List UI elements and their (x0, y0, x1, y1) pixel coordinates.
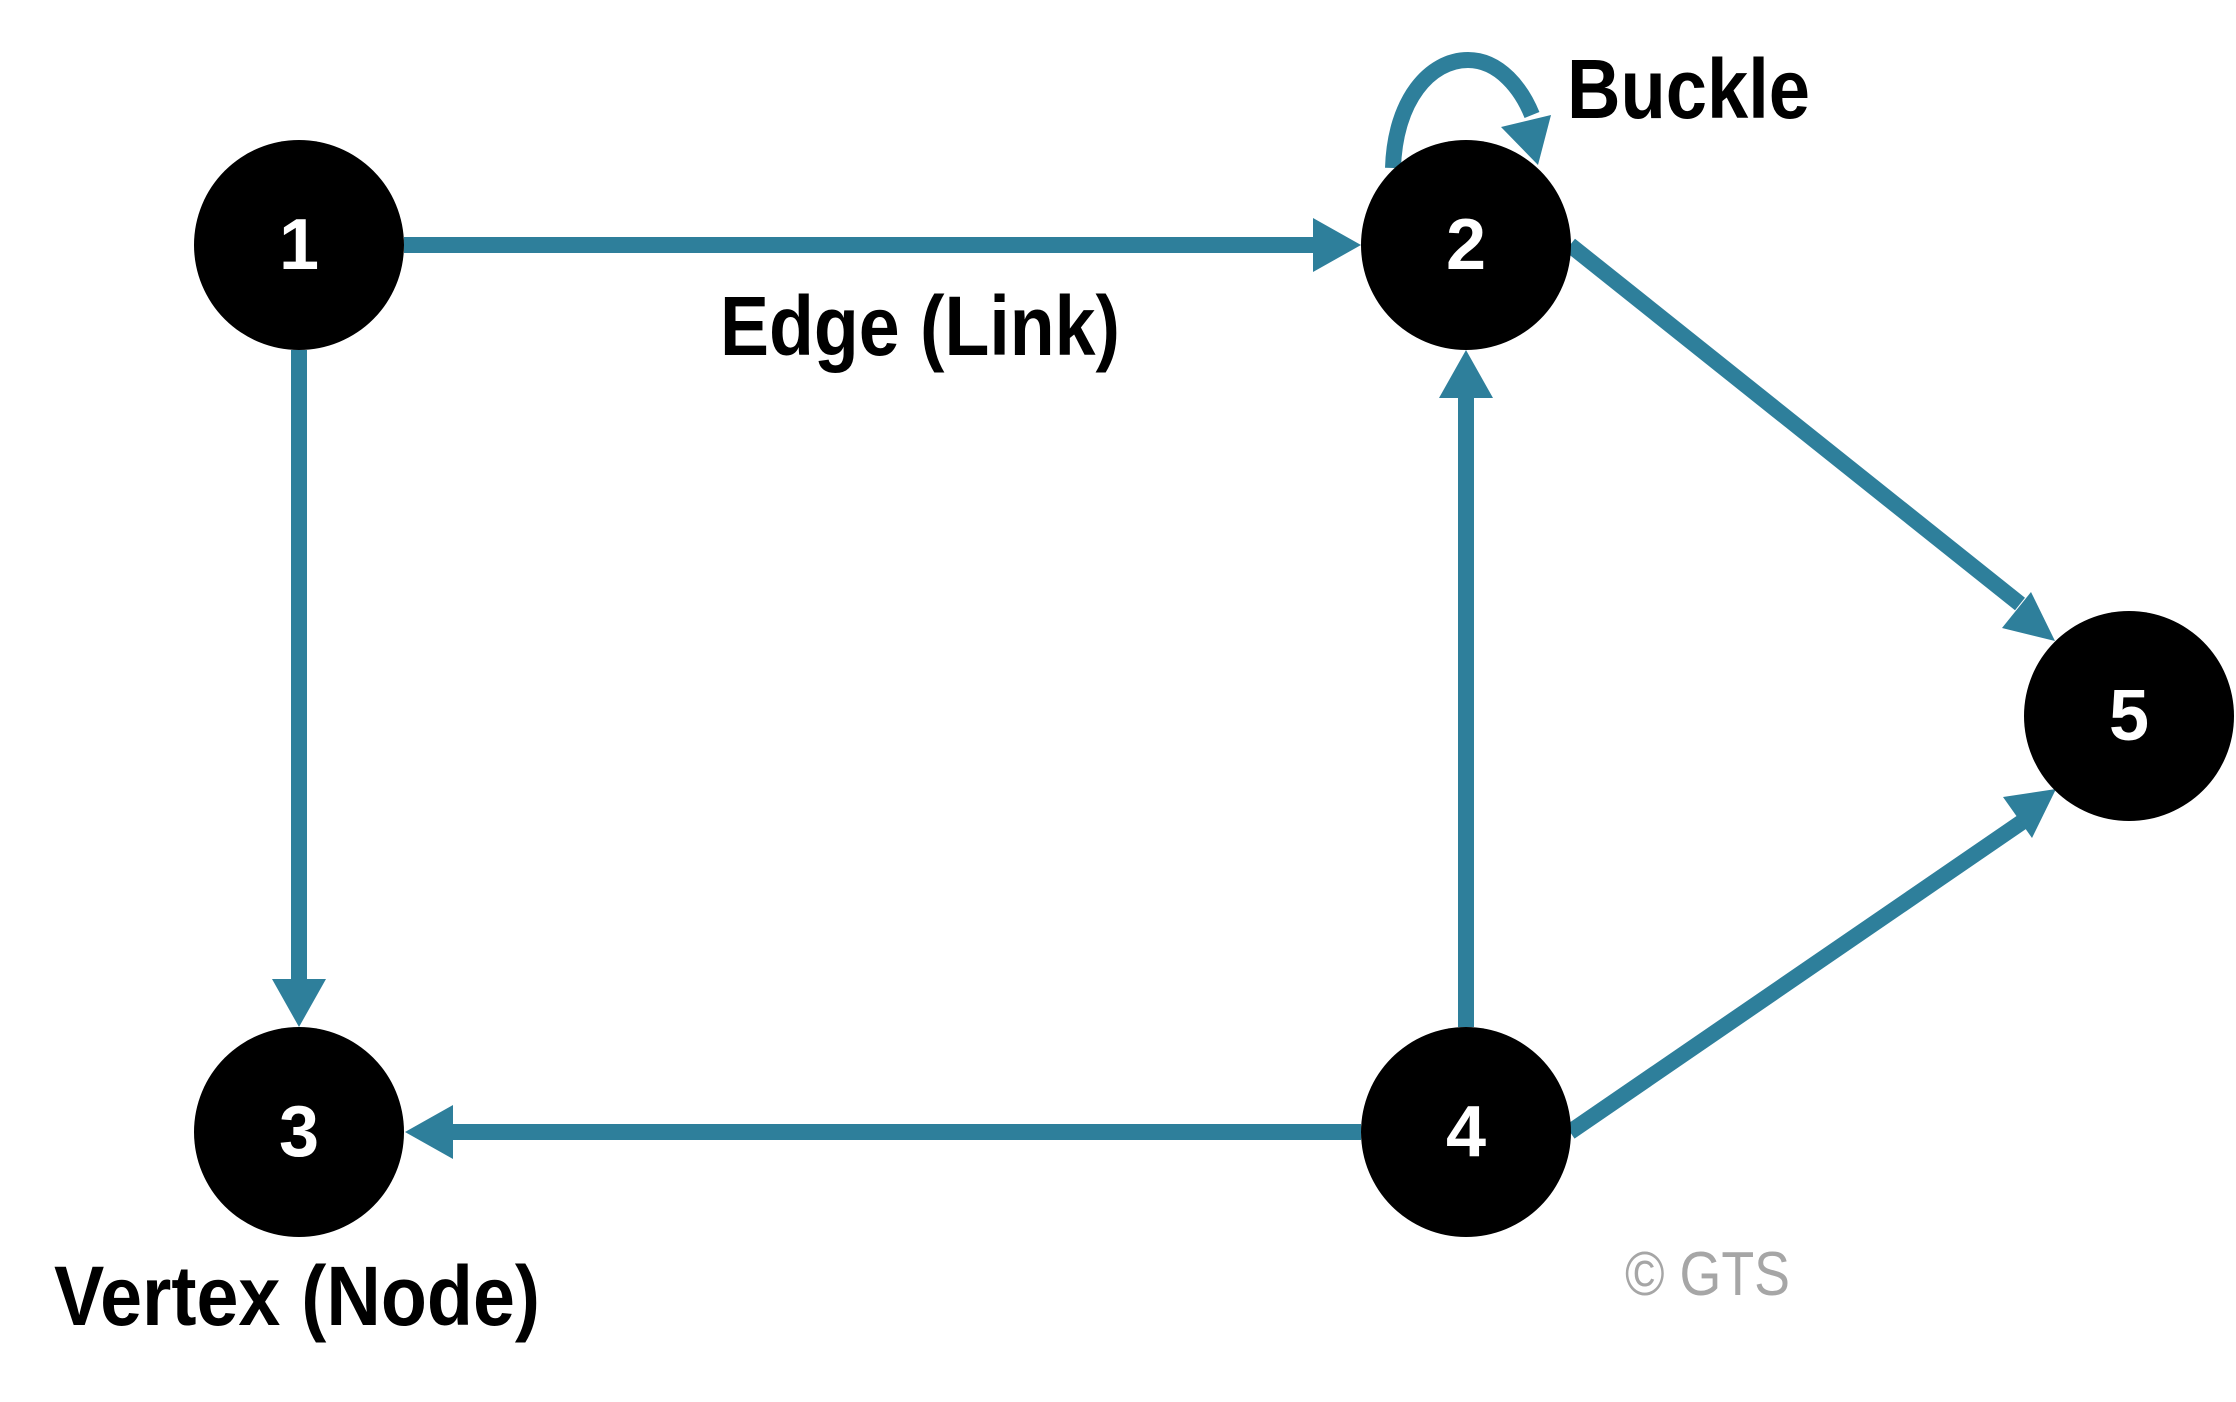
arrowhead-1-to-3 (272, 979, 326, 1027)
node-2-circle (1361, 140, 1571, 350)
buckle-caption: Buckle (1567, 42, 1810, 136)
node-5-label: 5 (2109, 676, 2149, 756)
node-4-circle (1361, 1027, 1571, 1237)
node-4[interactable]: 4 (1361, 1027, 1571, 1237)
node-3-circle (194, 1027, 404, 1237)
copyright-watermark: © GTS (1625, 1240, 1790, 1309)
node-3[interactable]: 3 (194, 1027, 404, 1237)
edge-caption: Edge (Link) (720, 279, 1120, 373)
node-4-label: 4 (1446, 1092, 1486, 1172)
node-3-label: 3 (279, 1092, 319, 1172)
arrowhead-4-to-2 (1439, 350, 1493, 398)
node-1-label: 1 (279, 205, 319, 285)
edge-2-self-loop (1385, 51, 1540, 169)
arrowhead-4-to-5 (2003, 789, 2056, 838)
arrowhead-4-to-3 (405, 1105, 453, 1159)
arrowhead-1-to-2 (1313, 218, 1361, 272)
arrowhead-2-to-5 (2002, 592, 2055, 641)
edge-2-to-5 (1565, 238, 2025, 611)
arrowhead-2-self-loop (1501, 115, 1551, 165)
edges (272, 51, 2056, 1159)
node-2-label: 2 (1446, 205, 1486, 285)
node-1[interactable]: 1 (194, 140, 404, 350)
node-1-circle (194, 140, 404, 350)
node-5[interactable]: 5 (2024, 611, 2234, 821)
vertex-caption: Vertex (Node) (54, 1249, 540, 1343)
node-2[interactable]: 2 (1361, 140, 1571, 350)
node-5-circle (2024, 611, 2234, 821)
edge-4-to-5 (1565, 815, 2027, 1139)
